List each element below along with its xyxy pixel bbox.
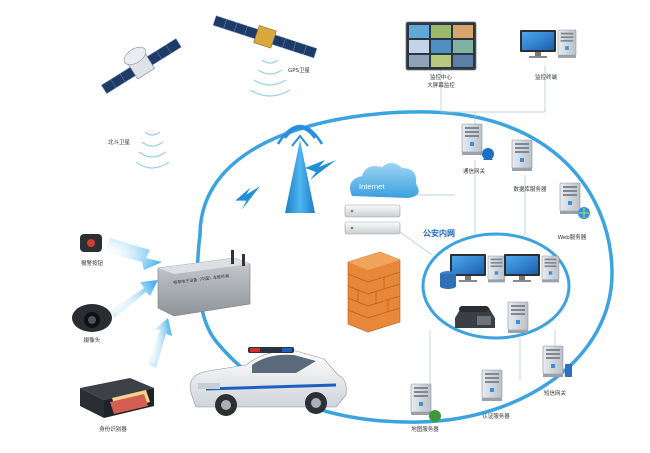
camera-label: 摄像头 — [83, 338, 101, 344]
phone-icon — [455, 306, 495, 328]
id-reader-icon — [80, 378, 154, 418]
alarm-button-label: 报警按钮 — [80, 261, 104, 267]
gps-signal-waves — [249, 59, 291, 97]
connection-lines — [399, 58, 556, 385]
monitor-center-label-line2: 大屏幕监控 — [427, 83, 455, 89]
monitor-station-label: 监控终端 — [534, 75, 558, 81]
router-stack-icon — [344, 204, 401, 235]
police-car-icon — [189, 347, 347, 416]
alarm-button-icon — [80, 234, 102, 252]
wireless-link-icon — [235, 160, 336, 210]
map-server-icon — [410, 383, 441, 422]
firewall-icon — [347, 251, 401, 333]
signal-tower-icon — [276, 124, 324, 213]
internet-label: Internet — [359, 182, 385, 191]
camera-icon — [72, 304, 112, 332]
map-server-label: 地图服务器 — [411, 427, 439, 433]
monitor-station-icon — [520, 29, 577, 59]
id-reader-label: 身份识别器 — [99, 427, 127, 433]
sms-gateway-label: 短信网关 — [543, 391, 567, 397]
video-wall-icon — [405, 21, 477, 71]
comm-gateway-server-icon — [461, 123, 494, 160]
beidou-satellite-label: 北斗卫星 — [107, 140, 131, 146]
database-icon — [440, 271, 456, 289]
gps-satellite-icon — [212, 15, 318, 59]
lan-workstation-1-icon — [450, 254, 506, 283]
public-security-network-label: 公安内网 — [423, 229, 455, 238]
web-server-label: Web服务器 — [557, 235, 587, 241]
gps-satellite-label: GPS卫星 — [287, 68, 311, 74]
auth-server-icon — [481, 369, 503, 402]
monitor-center-label-line1: 监控中心 — [429, 75, 453, 81]
beidou-satellite-icon — [101, 38, 182, 95]
auth-server-label: 认证服务器 — [482, 414, 510, 420]
web-server-icon — [559, 182, 590, 219]
comm-gateway-label: 通信网关 — [462, 169, 486, 175]
internet-cloud-icon — [349, 162, 419, 198]
db-server-label: 数据库服务器 — [513, 187, 547, 193]
lan-ring — [421, 232, 571, 340]
lan-server-icon — [507, 301, 529, 334]
vehicle-terminal-device — [157, 250, 251, 317]
db-server-icon — [511, 139, 533, 172]
input-arrows — [104, 238, 172, 368]
lan-workstation-2-icon — [504, 254, 560, 283]
beidou-signal-waves — [135, 131, 170, 169]
sms-gateway-server-icon — [542, 345, 572, 378]
